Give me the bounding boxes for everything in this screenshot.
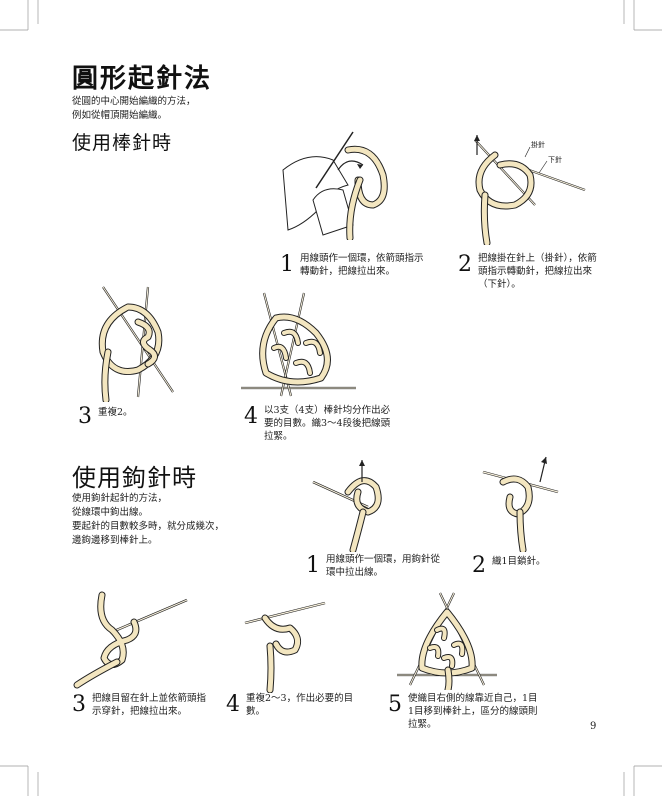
step-line: 1目移到棒針上，區分的線頭則 (408, 705, 538, 718)
knit-step-1: 1 用線頭作一個環，依箭頭指示 轉動針，把線拉出來。 (280, 252, 424, 278)
knit-step-4: 4 以3支（4支）棒針均分作出必 要的目數。織3～4段後把線頭 拉緊。 (244, 404, 390, 443)
step-line: 環中拉出線。 (326, 566, 440, 579)
crochet-step-5: 5 使織目右側的線靠近自己，1目 1目移到棒針上，區分的線頭則 拉緊。 (388, 692, 538, 731)
knit-step4-illustration (236, 288, 366, 403)
step-text: 織1目鎖針。 (492, 555, 546, 568)
page-title: 圓形起針法 (72, 58, 212, 95)
crochet-step4-illustration (240, 598, 330, 693)
step-line: 用線頭作一個環，用鉤針從 (326, 553, 440, 566)
step-line: 織1目鎖針。 (492, 555, 546, 568)
step-text: 以3支（4支）棒針均分作出必 要的目數。織3～4段後把線頭 拉緊。 (264, 404, 390, 443)
knit-step3-illustration (78, 282, 198, 402)
step-number: 2 (472, 555, 486, 577)
step-number: 3 (72, 694, 86, 716)
knit-step-3: 3 重複2。 (78, 404, 133, 428)
step-line: 頭指示轉動針，把線拉出來 (478, 265, 597, 278)
knit-step-2: 2 把線掛在針上（掛針），依箭 頭指示轉動針，把線拉出來 （下針）。 (458, 252, 597, 291)
step-line: 重複2～3，作出必要的目 (246, 692, 353, 705)
step-line: 用線頭作一個環，依箭頭指示 (300, 252, 424, 265)
section-heading-knitting-needles: 使用棒針時 (72, 128, 172, 155)
intro-line: 使用鉤針起針的方法， (72, 492, 224, 506)
step-line: 示穿針，把線拉出來。 (92, 705, 206, 718)
step-line: 使織目右側的線靠近自己，1目 (408, 692, 538, 705)
crochet-step1-illustration (308, 452, 418, 552)
step-line: 數。 (246, 705, 353, 718)
step-number: 4 (226, 694, 240, 716)
step-number: 5 (388, 694, 402, 716)
step-line: （下針）。 (478, 278, 597, 291)
label-down: 下針 (548, 155, 562, 164)
intro-line: 例如從帽頂開始編織。 (72, 109, 196, 123)
step-text: 重複2～3，作出必要的目 數。 (246, 692, 353, 718)
step-number: 2 (458, 254, 472, 276)
step-line: 重複2。 (98, 406, 133, 419)
step-line: 拉緊。 (408, 718, 538, 731)
step-line: 要的目數。織3～4段後把線頭 (264, 417, 390, 430)
intro-line: 邊鉤邊移到棒針上。 (72, 534, 224, 548)
intro-line: 從圓的中心開始編織的方法， (72, 95, 196, 109)
intro-text: 從圓的中心開始編織的方法， 例如從帽頂開始編織。 (72, 95, 196, 123)
intro-line: 要起針的目數較多時，就分成幾次， (72, 520, 224, 534)
crochet-intro-text: 使用鉤針起針的方法， 從線環中鉤出線。 要起針的目數較多時，就分成幾次， 邊鉤邊… (72, 492, 224, 548)
crochet-step-2: 2 織1目鎖針。 (472, 553, 546, 577)
step-line: 拉緊。 (264, 430, 390, 443)
step-text: 把線掛在針上（掛針），依箭 頭指示轉動針，把線拉出來 （下針）。 (478, 252, 597, 291)
section-heading-crochet-hook: 使用鉤針時 (72, 458, 197, 493)
step-text: 用線頭作一個環，依箭頭指示 轉動針，把線拉出來。 (300, 252, 424, 278)
step-line: 轉動針，把線拉出來。 (300, 265, 424, 278)
step-number: 1 (306, 555, 320, 577)
knit-step1-illustration (278, 130, 408, 240)
step-line: 以3支（4支）棒針均分作出必 (264, 404, 390, 417)
step-line: 把線掛在針上（掛針），依箭 (478, 252, 597, 265)
label-hook: 掛針 (531, 140, 545, 149)
step-number: 4 (244, 406, 258, 428)
step-text: 重複2。 (98, 406, 133, 419)
crochet-step-3: 3 把線目留在針上並依箭頭指 示穿針，把線拉出來。 (72, 692, 206, 718)
step-number: 1 (280, 254, 294, 276)
crochet-step3-illustration (72, 590, 192, 690)
step-line: 把線目留在針上並依箭頭指 (92, 692, 206, 705)
page-number: 9 (590, 721, 596, 732)
intro-line: 從線環中鉤出線。 (72, 506, 224, 520)
step-number: 3 (78, 406, 92, 428)
crochet-step2-illustration (478, 452, 568, 552)
step-text: 用線頭作一個環，用鉤針從 環中拉出線。 (326, 553, 440, 579)
step-text: 把線目留在針上並依箭頭指 示穿針，把線拉出來。 (92, 692, 206, 718)
crochet-step5-illustration (392, 590, 502, 690)
crochet-step-1: 1 用線頭作一個環，用鉤針從 環中拉出線。 (306, 553, 440, 579)
step-text: 使織目右側的線靠近自己，1目 1目移到棒針上，區分的線頭則 拉緊。 (408, 692, 538, 731)
crochet-step-4: 4 重複2～3，作出必要的目 數。 (226, 692, 353, 718)
knit-step2-illustration: 掛針 下針 (455, 135, 595, 245)
